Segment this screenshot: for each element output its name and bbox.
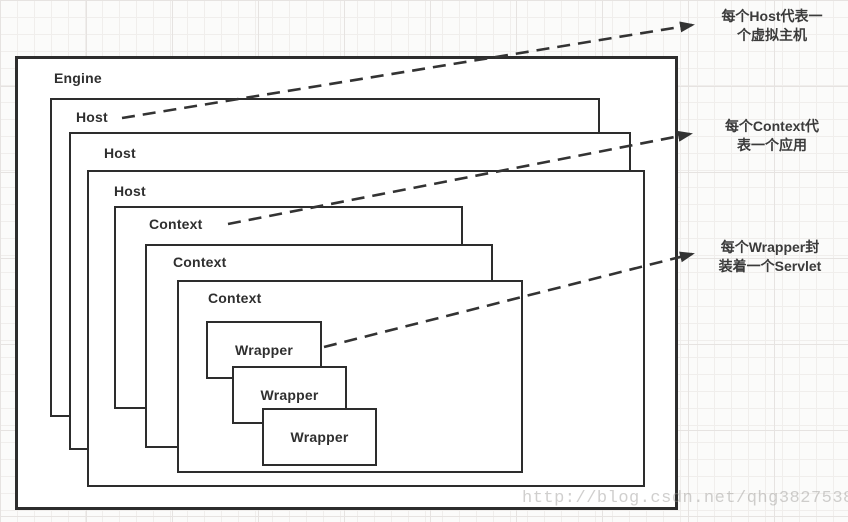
wrapper-box-3: Wrapper (262, 408, 377, 466)
context-label-1: Context (149, 216, 203, 232)
annotation-context-line1: 每个Context代 (724, 118, 820, 134)
host-label-1: Host (76, 109, 108, 125)
annotation-context-line2: 表一个应用 (737, 137, 807, 153)
watermark: http://blog.csdn.net/qhg38275387 (522, 489, 848, 508)
annotation-wrapper-line2: 装着一个Servlet (718, 258, 822, 274)
wrapper-label-2: Wrapper (260, 387, 319, 403)
annotation-context: 每个Context代 表一个应用 (702, 117, 842, 155)
annotation-host-line1: 每个Host代表一 (721, 8, 823, 24)
annotation-host: 每个Host代表一 个虚拟主机 (702, 7, 842, 45)
annotation-host-line2: 个虚拟主机 (737, 27, 807, 43)
host-label-3: Host (114, 183, 146, 199)
context-label-3: Context (208, 290, 262, 306)
wrapper-label-3: Wrapper (290, 429, 349, 445)
wrapper-label-1: Wrapper (235, 342, 293, 358)
context-label-2: Context (173, 254, 227, 270)
host-label-2: Host (104, 145, 136, 161)
annotation-wrapper: 每个Wrapper封 装着一个Servlet (700, 238, 840, 276)
engine-label: Engine (54, 70, 102, 86)
annotation-wrapper-line1: 每个Wrapper封 (720, 239, 820, 255)
